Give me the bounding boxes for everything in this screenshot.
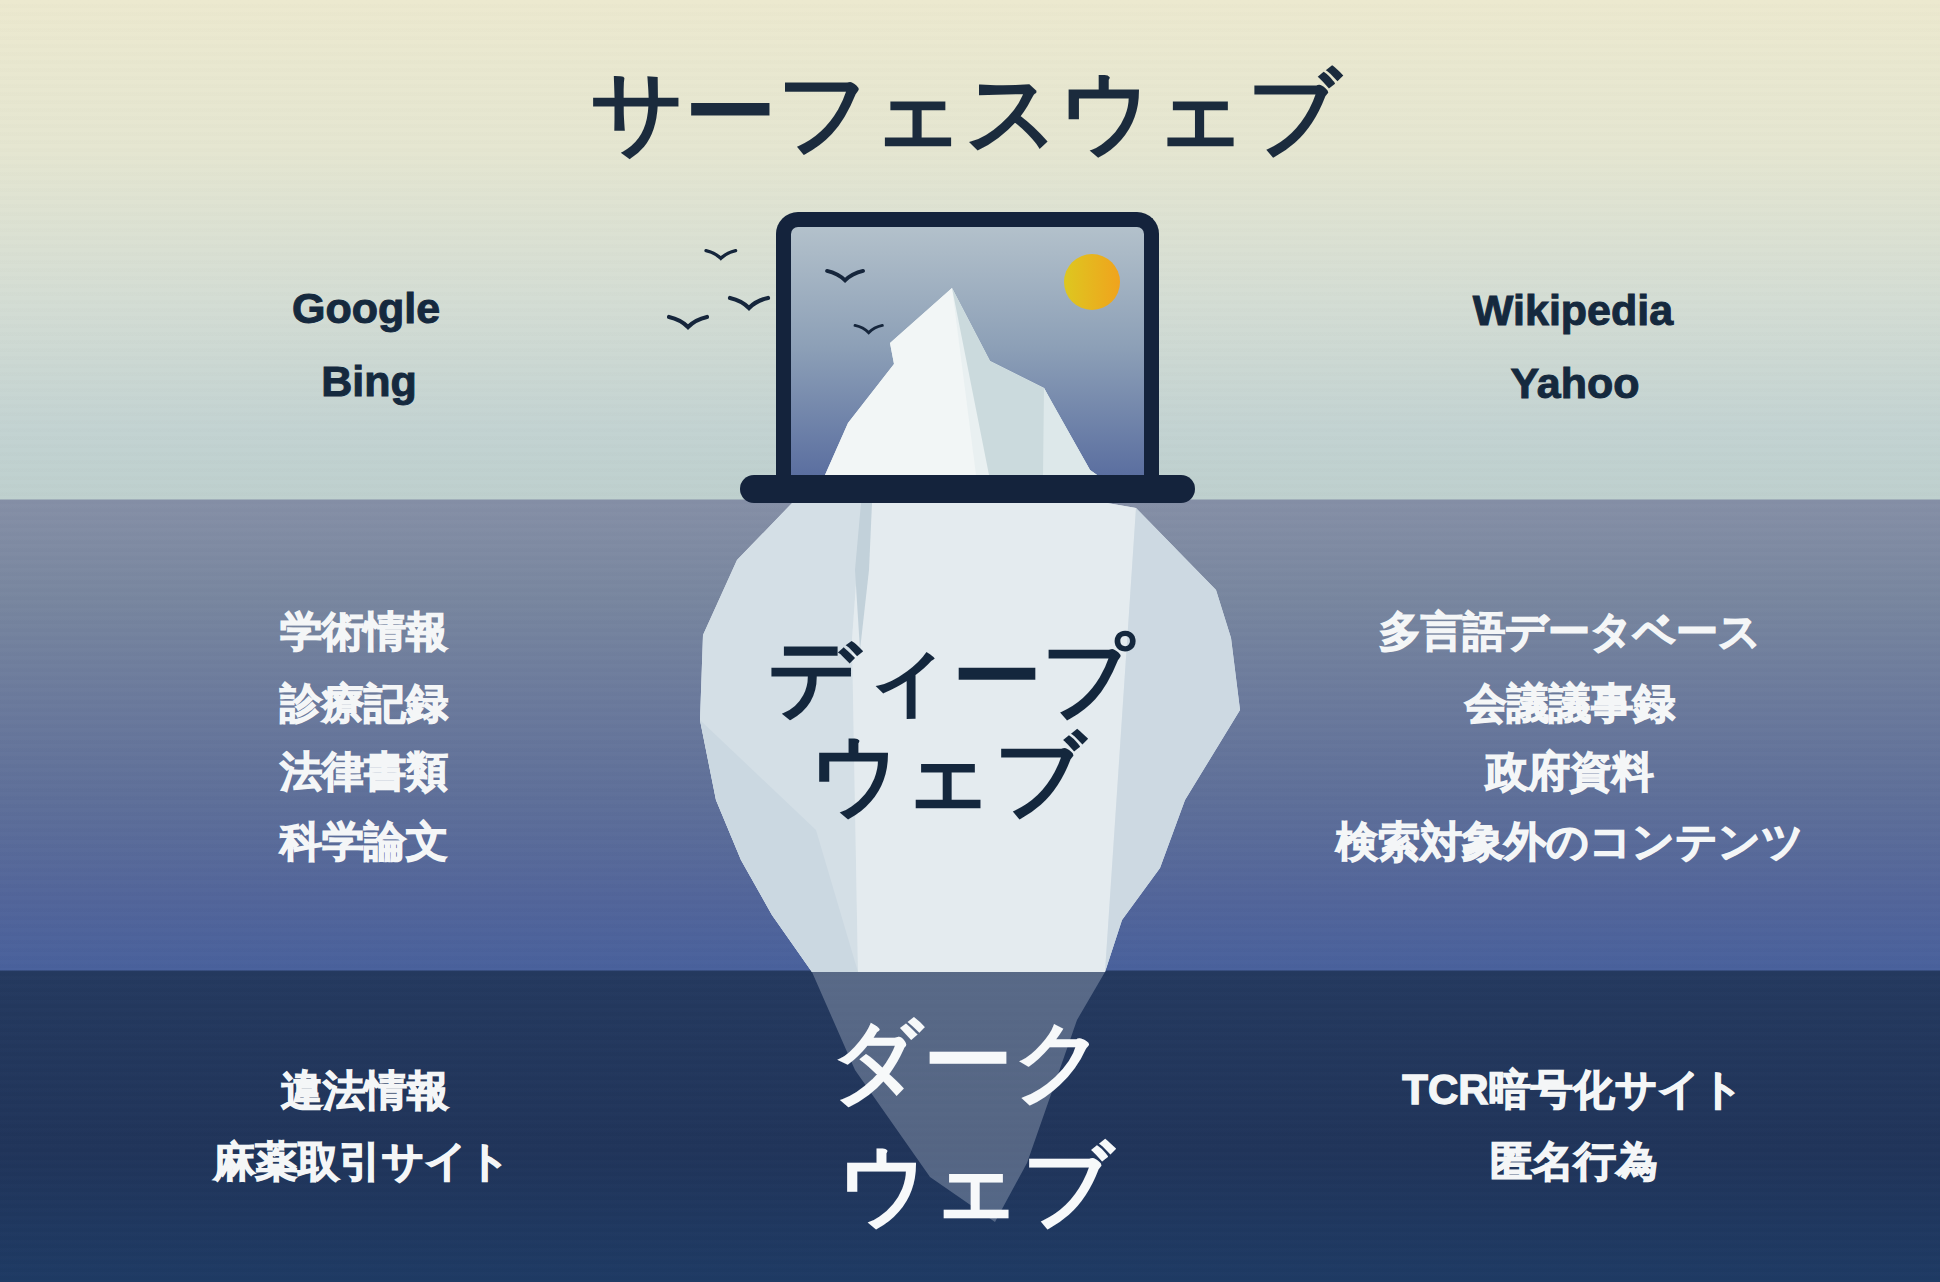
deep-left-item: 学術情報 [280,604,448,660]
dark-right-item: 匿名行為 [1490,1134,1658,1190]
deep-right-item: 会議議事録 [1465,676,1675,732]
bird-icon [669,251,768,327]
dark-right-item: TCR暗号化サイト [1402,1062,1743,1118]
surface-right-item: Yahoo [1510,359,1639,408]
deep-left-item: 法律書類 [280,744,448,800]
page-title: サーフェスウェブ [590,51,1341,175]
bird-icon [827,271,882,333]
laptop-icon [776,212,1159,475]
surface-right-item: Wikipedia [1473,286,1673,335]
laptop-base [740,475,1195,503]
deep-right-item: 多言語データベース [1379,604,1761,660]
deep-right-item: 検索対象外のコンテンツ [1336,814,1804,870]
dark-web-label-line2: ウェブ [838,1125,1114,1247]
dark-left-item: 違法情報 [281,1063,449,1119]
surface-left-item: Google [292,284,440,333]
iceberg-peak [825,288,1097,475]
dark-left-item: 麻薬取引サイト [214,1134,511,1190]
dark-web-label-line1: ダーク [831,1001,1105,1123]
surface-left-item: Bing [321,357,417,406]
deep-right-item: 政府資料 [1486,744,1654,800]
deep-left-item: 診療記録 [280,676,448,732]
sun-icon [1064,254,1120,310]
deep-web-label-line2: ウェブ [810,715,1086,837]
deep-left-item: 科学論文 [280,814,448,870]
